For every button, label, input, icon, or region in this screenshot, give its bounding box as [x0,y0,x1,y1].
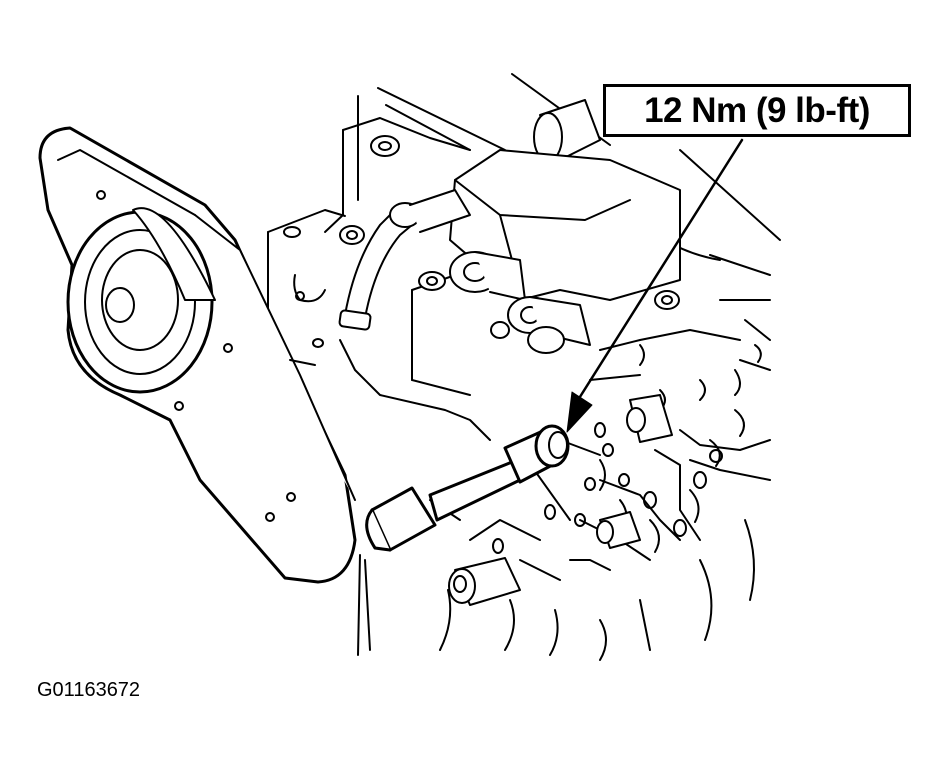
support-strut [367,426,568,550]
manifold-tubes [450,100,680,353]
vacuum-hose [339,190,470,330]
lower-studs [449,395,672,605]
block-bolts [340,136,679,338]
torque-label: 12 Nm (9 lb-ft) [644,90,870,130]
torque-callout: 12 Nm (9 lb-ft) [603,84,911,137]
pulley [68,208,215,392]
figure-id: G01163672 [37,679,141,701]
leader-arrow-icon [567,140,742,432]
